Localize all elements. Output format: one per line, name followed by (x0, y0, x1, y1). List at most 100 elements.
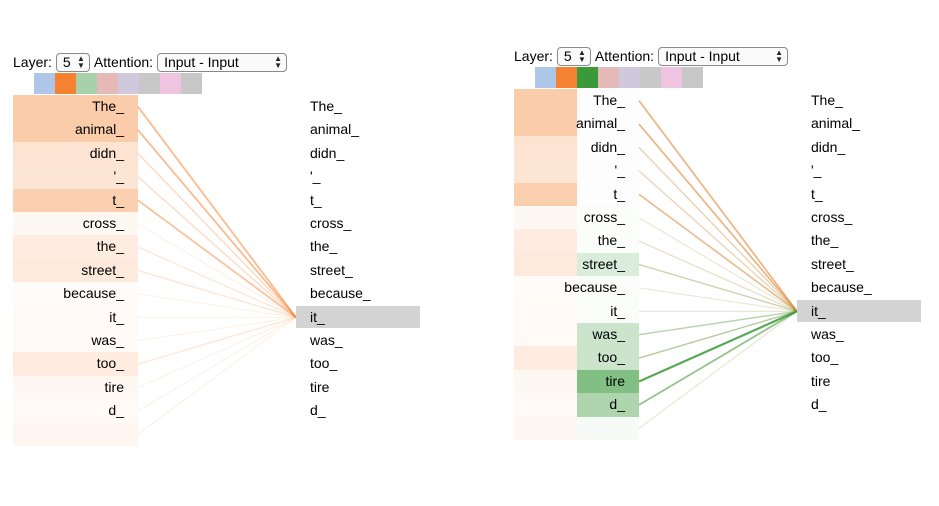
target-token[interactable]: animal_ (811, 115, 861, 132)
target-token[interactable]: didn_ (310, 144, 345, 161)
source-token[interactable]: was_ (91, 332, 124, 348)
source-token[interactable]: cross_ (583, 209, 625, 225)
head-swatch[interactable] (160, 73, 181, 94)
source-token[interactable]: the_ (597, 232, 625, 249)
target-token[interactable]: too_ (811, 349, 839, 366)
target-token[interactable]: '_ (310, 168, 321, 185)
attention-line (638, 100, 798, 312)
source-token[interactable]: animal_ (74, 121, 124, 138)
attention-lines (638, 100, 798, 429)
layer-label: Layer: (13, 54, 52, 70)
source-token[interactable]: d_ (108, 402, 124, 419)
attention-cell (576, 346, 639, 370)
target-token[interactable]: tire (811, 372, 831, 389)
head-swatch[interactable] (97, 73, 118, 94)
selected-target-token[interactable]: it_ (797, 299, 921, 322)
attention-line (137, 316, 297, 389)
attention-cell (13, 258, 138, 283)
attention-line (638, 263, 798, 312)
attention-cell (576, 252, 639, 277)
source-token[interactable]: cross_ (82, 215, 124, 231)
head-swatch[interactable] (577, 67, 598, 88)
attention-select-value: Input - Input (665, 48, 740, 64)
target-token[interactable]: was_ (310, 332, 343, 348)
layer-select[interactable]: 5 ▲▼ (55, 52, 90, 72)
selected-target-token[interactable]: it_ (296, 305, 420, 328)
target-token[interactable]: t_ (310, 191, 322, 208)
attention-line (137, 316, 297, 342)
target-token[interactable]: too_ (310, 355, 338, 372)
source-token[interactable]: it_ (109, 308, 124, 325)
head-swatch[interactable] (556, 67, 577, 88)
target-token[interactable]: street_ (811, 255, 854, 272)
attention-line (137, 316, 297, 412)
target-token[interactable]: d_ (310, 402, 326, 419)
target-token[interactable]: t_ (811, 185, 823, 202)
target-token[interactable]: The_ (811, 92, 843, 108)
source-token[interactable]: because_ (63, 285, 124, 302)
source-token[interactable]: too_ (96, 355, 124, 372)
source-token[interactable]: The_ (593, 92, 625, 108)
head-swatch[interactable] (661, 67, 682, 88)
target-token[interactable]: street_ (310, 261, 353, 278)
head-swatch[interactable] (181, 73, 202, 94)
target-token[interactable]: was_ (811, 326, 844, 342)
select-arrows-icon: ▲▼ (77, 54, 85, 70)
attention-select[interactable]: Input - Input ▲▼ (157, 52, 288, 72)
source-token[interactable]: The_ (92, 98, 124, 114)
source-token[interactable]: was_ (592, 326, 625, 342)
head-swatch[interactable] (682, 67, 703, 88)
attention-line (638, 240, 798, 312)
source-token[interactable]: '_ (614, 162, 625, 179)
target-token[interactable]: animal_ (310, 121, 360, 138)
attention-select[interactable]: Input - Input ▲▼ (658, 46, 789, 66)
source-token[interactable]: street_ (582, 255, 625, 272)
attention-cell (13, 118, 138, 142)
head-swatch[interactable] (139, 73, 160, 94)
attention-line (638, 100, 798, 312)
attention-label: Attention: (594, 48, 655, 64)
source-token[interactable]: because_ (564, 279, 625, 296)
source-token[interactable]: t_ (613, 185, 625, 202)
source-token[interactable]: tire (605, 372, 625, 389)
layer-select[interactable]: 5 ▲▼ (556, 46, 591, 66)
select-arrows-icon: ▲▼ (775, 48, 784, 64)
source-token[interactable]: tire (104, 378, 124, 395)
target-token[interactable]: cross_ (811, 209, 853, 225)
source-token[interactable]: didn_ (590, 138, 625, 155)
head-swatch[interactable] (619, 67, 640, 88)
source-token[interactable]: too_ (597, 349, 625, 366)
target-token[interactable]: tire (310, 378, 330, 395)
head-swatch[interactable] (55, 73, 76, 94)
target-token[interactable]: The_ (310, 98, 342, 114)
source-token[interactable]: it_ (610, 302, 625, 319)
source-token[interactable]: street_ (81, 261, 124, 278)
head-swatch[interactable] (76, 73, 97, 94)
target-token[interactable]: because_ (811, 279, 872, 296)
attention-cell (576, 369, 639, 394)
attention-cell (13, 305, 138, 329)
attention-lines (137, 106, 297, 435)
source-token[interactable]: d_ (609, 396, 625, 413)
head-swatch[interactable] (640, 67, 661, 88)
source-token[interactable]: didn_ (89, 144, 124, 161)
target-token[interactable]: d_ (811, 396, 827, 413)
head-swatch[interactable] (118, 73, 139, 94)
target-token[interactable]: because_ (310, 285, 371, 302)
source-token[interactable]: animal_ (575, 115, 625, 132)
head-swatch[interactable] (598, 67, 619, 88)
target-token[interactable]: '_ (811, 162, 822, 179)
attention-cell (514, 159, 577, 183)
target-token[interactable]: the_ (310, 238, 338, 255)
target-token[interactable]: cross_ (310, 215, 352, 231)
source-token[interactable]: '_ (113, 168, 124, 185)
attention-line (137, 246, 297, 318)
source-token[interactable]: t_ (112, 191, 124, 208)
head-swatch[interactable] (34, 73, 55, 94)
target-token[interactable]: the_ (811, 232, 839, 249)
source-token[interactable]: the_ (96, 238, 124, 255)
attention-line (638, 217, 798, 312)
head-swatch[interactable] (535, 67, 556, 88)
target-token[interactable]: didn_ (811, 138, 846, 155)
attention-cell (13, 399, 138, 423)
